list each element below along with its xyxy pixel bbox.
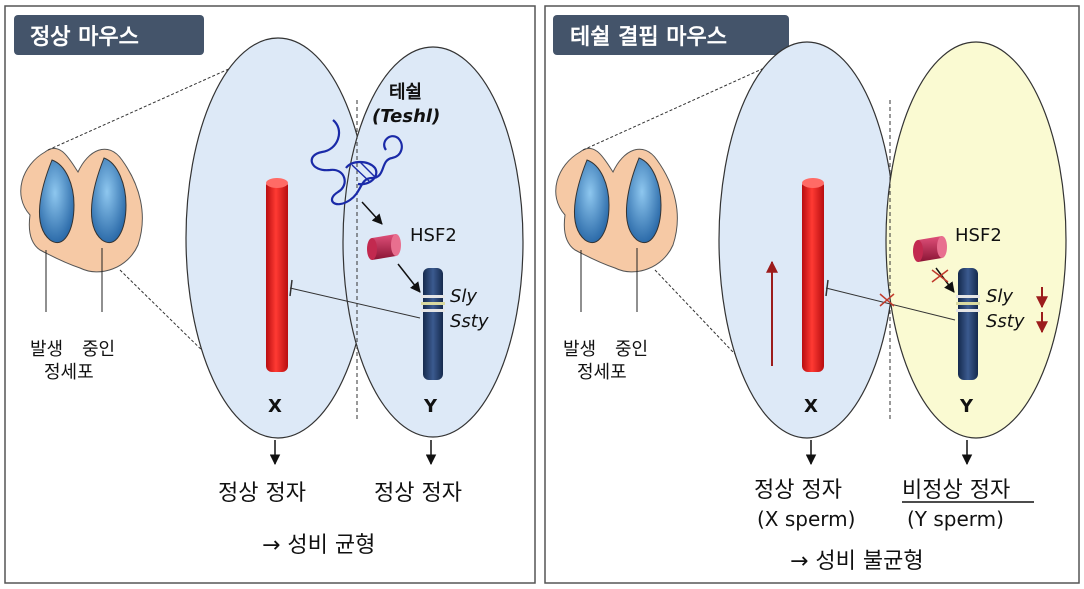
left-y-label: Y: [423, 396, 438, 417]
left-y-chromosome: [423, 268, 443, 380]
right-conclusion: → 성비 불균형: [790, 549, 924, 574]
right-cell-label-1a: 발생: [563, 339, 596, 360]
left-title-box: [14, 15, 204, 55]
right-y-result: 비정상 정자: [902, 478, 1010, 503]
left-tissue: [20, 147, 143, 312]
right-cell-label-1b: 중인: [615, 339, 648, 360]
left-cell-label-1a: 발생: [30, 339, 63, 360]
right-title-box: [553, 15, 789, 55]
right-sly-label: Sly: [986, 286, 1013, 307]
right-y-label: Y: [959, 396, 974, 417]
left-arrow-hsf2-y: [397, 263, 421, 293]
left-x-chromosome: [266, 180, 288, 372]
right-block-x-1b: [931, 269, 949, 283]
right-ssty-label: Ssty: [986, 311, 1025, 332]
left-y-band-3: [421, 309, 445, 312]
left-cell-label-1b: 중인: [82, 339, 115, 360]
left-y-band-2: [421, 302, 445, 305]
right-x-chromosome-cap: [802, 178, 824, 188]
left-x-label: X: [268, 396, 282, 417]
right-y-band-2: [956, 302, 980, 305]
left-arrow-teshl-hsf2: [361, 201, 383, 225]
left-teshl-hatch-2: [359, 161, 377, 179]
left-hsf2-label: HSF2: [410, 225, 457, 246]
left-conclusion: → 성비 균형: [262, 533, 375, 558]
right-y-band-3: [956, 309, 980, 312]
left-y-cell: [342, 46, 524, 438]
left-hsf2-protein: [367, 234, 401, 260]
left-cell-1: [38, 159, 75, 243]
left-teshl-label: 테쉴: [389, 82, 422, 103]
left-teshl-loop: [345, 160, 378, 186]
right-y-result-sub: (Y sperm): [907, 507, 1004, 531]
right-inhibition-line: [825, 287, 956, 321]
right-y-cell: [885, 41, 1067, 439]
right-panel: 테쉴 결핍 마우스 발생 중인 정세포: [544, 5, 1080, 584]
right-cell-label-2: 정세포: [577, 362, 627, 383]
left-title: 정상 마우스: [30, 25, 139, 50]
left-panel: 정상 마우스 발생 중인 정세포 테쉴 (Tes: [4, 5, 536, 584]
right-block-x-2b: [879, 293, 895, 307]
left-cell-2: [90, 157, 127, 243]
left-teshl-gene: (Teshl): [372, 106, 440, 127]
left-teshl-rna: [310, 119, 403, 206]
right-inhibition-bar: [825, 279, 829, 297]
left-inhibition-line: [289, 287, 421, 319]
right-hsf2-label: HSF2: [955, 225, 1002, 246]
right-cell-1: [573, 159, 610, 243]
right-y-band-1: [956, 295, 980, 298]
left-x-result: 정상 정자: [218, 481, 306, 506]
right-title: 테쉴 결핍 마우스: [570, 25, 727, 50]
left-zoom-line-top: [47, 54, 261, 151]
right-cell-2: [625, 157, 662, 243]
right-zoom-line-top: [582, 59, 783, 151]
right-x-result: 정상 정자: [754, 478, 842, 503]
right-x-chromosome: [802, 180, 824, 372]
left-x-chromosome-cap: [266, 178, 288, 188]
left-teshl-hatch-1: [351, 164, 371, 183]
left-y-result: 정상 정자: [374, 481, 462, 506]
left-y-band-1: [421, 295, 445, 298]
left-inhibition-bar: [289, 279, 293, 297]
left-ssty-label: Ssty: [450, 311, 489, 332]
right-x-result-sub: (X sperm): [757, 507, 855, 531]
right-tissue: [555, 147, 678, 312]
left-cell-label-2: 정세포: [44, 362, 94, 383]
right-x-label: X: [804, 396, 818, 417]
right-hsf2-protein: [913, 236, 947, 262]
left-zoom-line-bottom: [119, 269, 216, 364]
right-y-chromosome: [958, 268, 978, 380]
left-sly-label: Sly: [450, 286, 477, 307]
